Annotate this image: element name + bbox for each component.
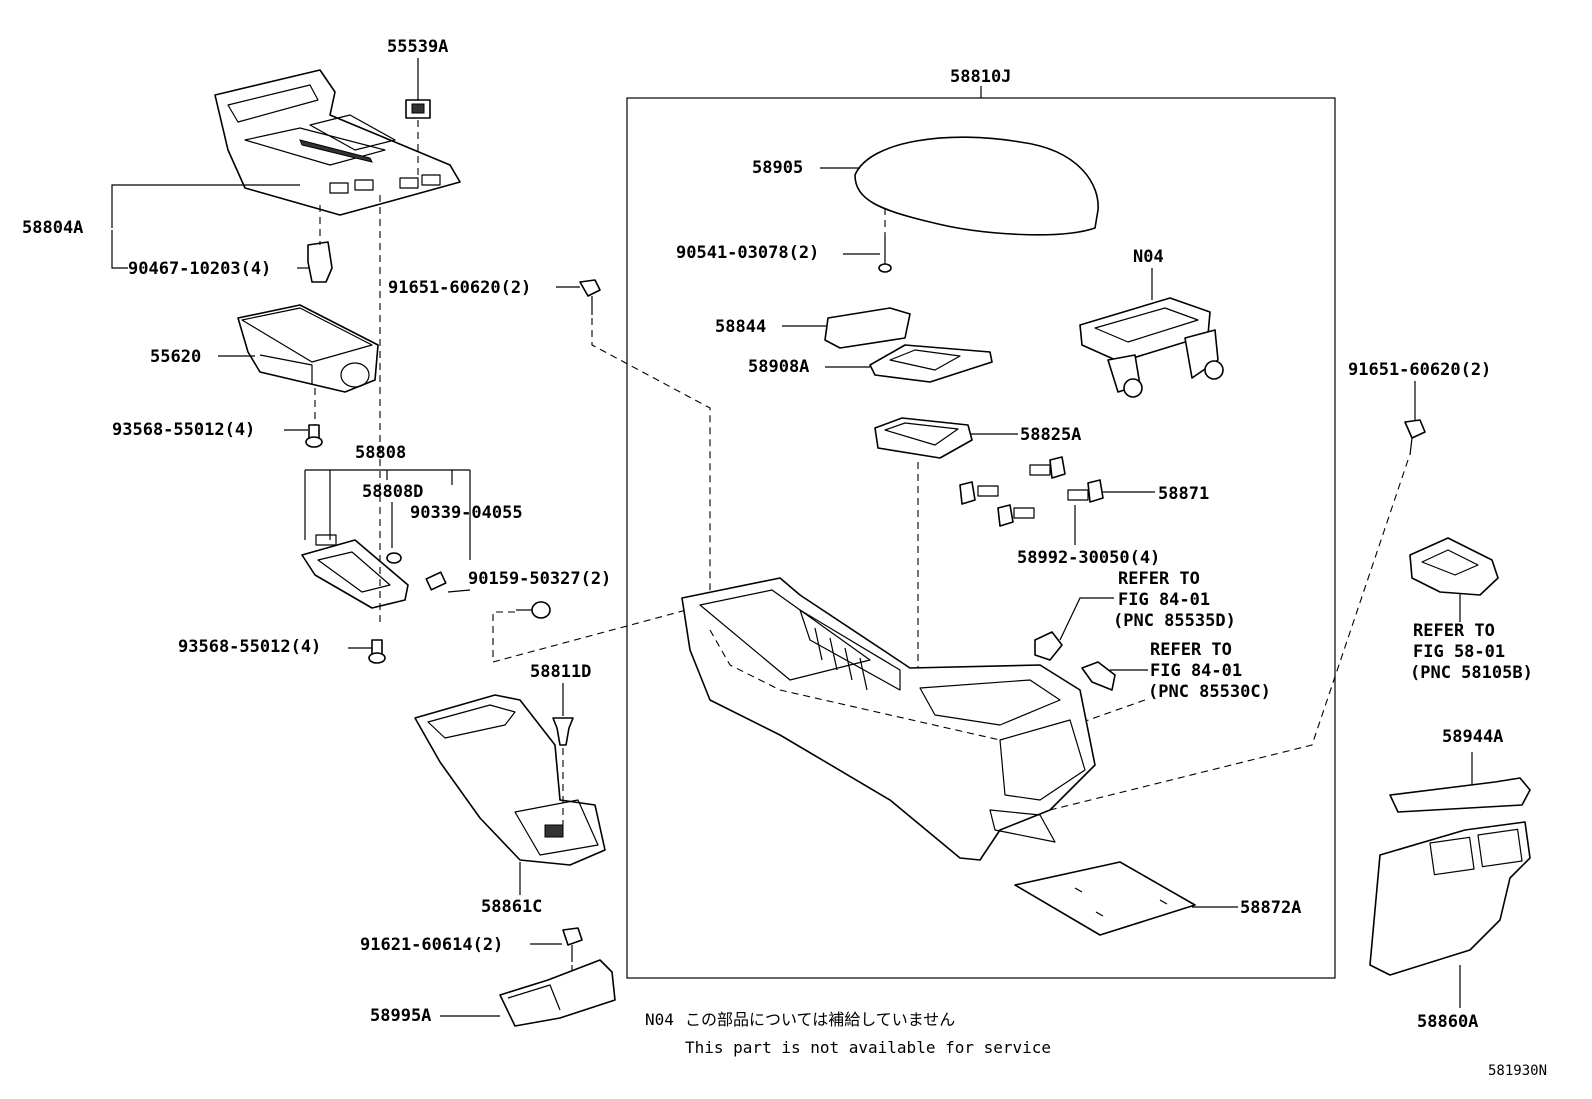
bolt-drawing [562,927,583,962]
label-58811D[interactable]: 58811D [530,662,591,682]
label-91651-60620-right[interactable]: 91651-60620(2) [1348,360,1491,380]
screw-drawing [305,424,323,448]
label-90339-04055[interactable]: 90339-04055 [410,503,523,523]
label-58825A[interactable]: 58825A [1020,425,1081,445]
lock-base-drawing [869,344,993,383]
refer-85530C-line2[interactable]: FIG 84-01 [1150,661,1242,681]
rear-duct-drawing [414,694,606,866]
label-91651-60620-left[interactable]: 91651-60620(2) [388,278,531,298]
label-58810J[interactable]: 58810J [950,67,1011,87]
refer-85530C-line3[interactable]: (PNC 85530C) [1148,682,1271,702]
label-58844[interactable]: 58844 [715,317,766,337]
refer-58105B-line3[interactable]: (PNC 58105B) [1410,663,1533,683]
refer-58105B-line1[interactable]: REFER TO [1413,621,1495,641]
tray-drawing [874,417,973,459]
bulb-drawing [1081,661,1116,691]
label-58992-30050[interactable]: 58992-30050(4) [1017,548,1160,568]
socket-drawing [1034,631,1063,661]
label-90159-50327[interactable]: 90159-50327(2) [468,569,611,589]
label-58808[interactable]: 58808 [355,443,406,463]
label-90541-03078[interactable]: 90541-03078(2) [676,243,819,263]
label-58908A[interactable]: 58908A [748,357,809,377]
hinge-N04-drawing [1079,297,1224,398]
screw-drawing [516,601,551,619]
label-58905[interactable]: 58905 [752,158,803,178]
label-55620[interactable]: 55620 [150,347,201,367]
bolt-drawing [579,279,601,315]
clip-drawing [307,241,333,283]
bracket-58105B-drawing [1409,537,1499,596]
label-58808D[interactable]: 58808D [362,482,423,502]
refer-58105B-line2[interactable]: FIG 58-01 [1413,642,1505,662]
note-n04-code: N04 [645,1010,674,1029]
bulb-drawing [425,571,447,591]
shift-panel-drawing [214,69,461,216]
garnish-drawing [1389,777,1531,813]
refer-85535D-line3[interactable]: (PNC 85535D) [1113,611,1236,631]
label-58860A[interactable]: 58860A [1417,1012,1478,1032]
label-58871[interactable]: 58871 [1158,484,1209,504]
clip-spring-set-drawing [959,456,1104,527]
refer-85530C-line1[interactable]: REFER TO [1150,640,1232,660]
rear-panel-drawing [1369,821,1531,976]
armrest-lid-drawing [854,136,1099,236]
label-58861C[interactable]: 58861C [481,897,542,917]
bracket-58808-drawing [301,534,409,609]
clip-drawing [552,717,574,746]
refer-85535D-line1[interactable]: REFER TO [1118,569,1200,589]
switch-cover-drawing [405,99,431,119]
label-55539A[interactable]: 55539A [387,37,448,57]
label-58872A[interactable]: 58872A [1240,898,1301,918]
label-58995A[interactable]: 58995A [370,1006,431,1026]
console-mat-drawing [1014,861,1196,936]
label-90467-10203[interactable]: 90467-10203(4) [128,259,271,279]
label-58944A[interactable]: 58944A [1442,727,1503,747]
label-93568-55012-top[interactable]: 93568-55012(4) [112,420,255,440]
bolt-drawing [1404,419,1426,456]
lock-knob-drawing [824,307,911,349]
note-english: This part is not available for service [685,1038,1051,1057]
refer-85535D-line2[interactable]: FIG 84-01 [1118,590,1210,610]
label-N04[interactable]: N04 [1133,247,1164,267]
screw-drawing [368,639,386,664]
figure-id: 581930N [1488,1063,1547,1079]
screw-drawing [878,235,892,273]
bracket-58995A-drawing [499,959,616,1027]
ashtray-box-drawing [237,304,379,393]
label-93568-55012-bottom[interactable]: 93568-55012(4) [178,637,321,657]
label-91621-60614[interactable]: 91621-60614(2) [360,935,503,955]
label-58804A[interactable]: 58804A [22,218,83,238]
console-body-drawing [681,577,1096,861]
note-japanese: この部品については補給していません [685,1010,955,1029]
